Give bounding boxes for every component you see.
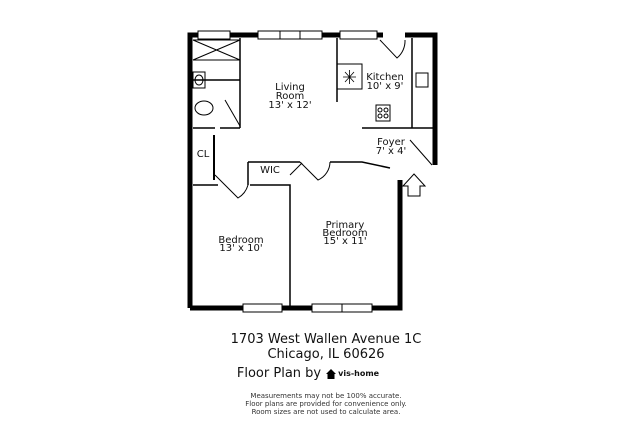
svg-text:10' x 9': 10' x 9' (367, 81, 404, 92)
kitchen-label: Kitchen (366, 72, 404, 83)
entry-arrow-icon (401, 173, 427, 197)
fan-icon (343, 70, 356, 84)
wic-label: WIC (260, 165, 280, 176)
svg-text:15' x 11': 15' x 11' (323, 236, 366, 247)
svg-text:Room: Room (276, 91, 304, 102)
svg-text:13' x 12': 13' x 12' (268, 100, 311, 111)
bedroom-label: Bedroom (218, 235, 263, 246)
svg-text:13' x 10': 13' x 10' (219, 243, 262, 254)
brand: vis-home (326, 368, 379, 379)
floor-plan-credit: Floor Plan by vis-home (236, 366, 380, 381)
primary-bedroom-label: Primary (326, 220, 365, 231)
living-room-label: Living (275, 82, 305, 93)
svg-text:7' x 4': 7' x 4' (376, 146, 407, 157)
address: 1703 West Wallen Avenue 1C Chicago, IL 6… (230, 332, 422, 362)
closet-label: CL (197, 149, 210, 160)
house-logo-icon (326, 368, 337, 379)
disclaimer: Measurements may not be 100% accurate. F… (245, 392, 407, 416)
svg-text:Bedroom: Bedroom (322, 228, 367, 239)
foyer-label: Foyer (377, 137, 406, 148)
floor-plan: Living Room 13' x 12' Kitchen 10' x 9' F… (187, 30, 438, 313)
